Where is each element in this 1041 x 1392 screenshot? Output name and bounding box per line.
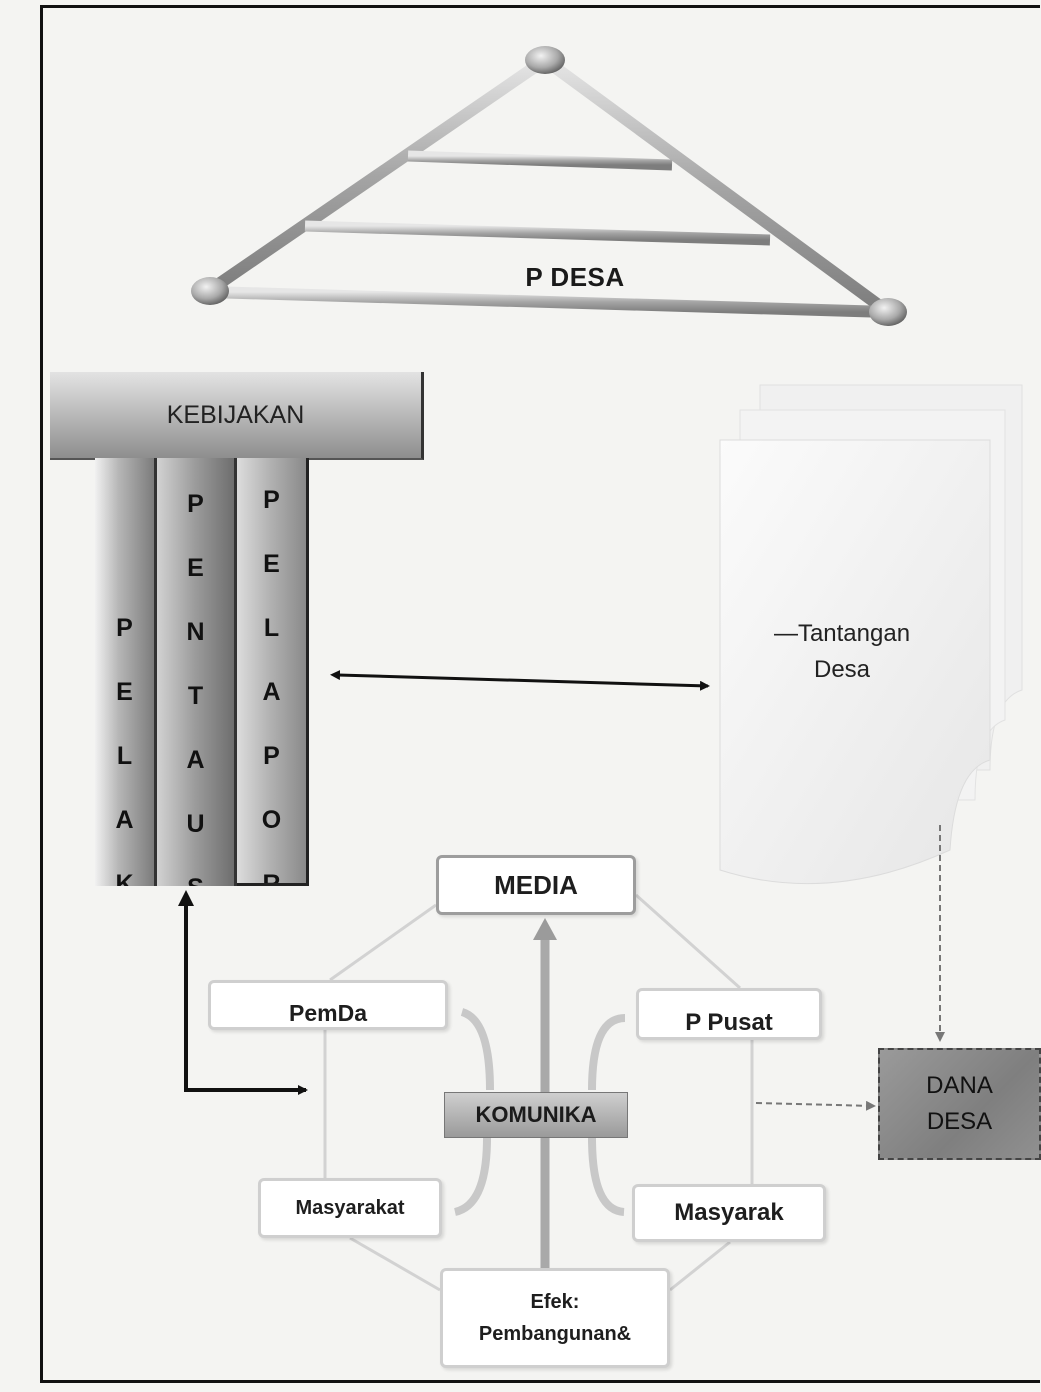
- node-pemda: PemDa: [208, 980, 448, 1030]
- pillar-letter: T: [187, 682, 204, 710]
- node-masyarakat-right: Masyarak: [632, 1184, 826, 1242]
- pillar-pelapor: P E L A P O R: [237, 458, 309, 886]
- triangle-left-rod: [204, 54, 551, 296]
- triangle-right-joint: [869, 298, 907, 326]
- komunikasi-dana-arrow: [755, 1100, 876, 1111]
- efek-line2: Pembangunan&: [478, 1323, 632, 1345]
- pillar-letter: A: [262, 678, 281, 706]
- pillar-letter: A: [186, 746, 205, 774]
- tantangan-line2: Desa: [813, 656, 871, 683]
- komunikasi-connectors: [323, 893, 754, 1292]
- kebijakan-label: KEBIJAKAN: [166, 400, 305, 429]
- page-frame: [40, 5, 1040, 1383]
- pillar-komunikasi-arrowhead-up: [178, 890, 194, 906]
- pillar-letter: R: [262, 870, 281, 886]
- pillar-letter: L: [263, 614, 280, 642]
- kebijakan-header: KEBIJAKAN: [50, 372, 424, 460]
- pillar-komunikasi-arrow: [184, 900, 308, 1095]
- pillar-letter: P: [263, 486, 280, 514]
- dana-desa-box: DANA DESA: [878, 1048, 1041, 1160]
- pillar-letter: S: [187, 856, 204, 886]
- media-arrowhead: [533, 918, 557, 940]
- pillar-letter: L: [116, 742, 133, 770]
- triangle-top-joint: [525, 46, 565, 74]
- pillar-letter: P: [263, 742, 280, 770]
- pillar-letter: A: [115, 806, 134, 834]
- pillar-letter: E: [116, 678, 133, 706]
- pillar-letter: O: [261, 806, 282, 834]
- pillar-pelak: P E L A K: [95, 458, 157, 886]
- efek-line1: Efek:: [530, 1291, 580, 1313]
- tantangan-line1: —Tantangan: [773, 620, 911, 647]
- pillar-letter: K: [115, 870, 134, 886]
- triangle-crossbar-lower: [304, 220, 771, 246]
- pillar-letter: U: [186, 810, 205, 838]
- dana-line2: DESA: [926, 1108, 993, 1135]
- pillar-letter: E: [187, 554, 204, 582]
- pillar-letter: E: [263, 550, 280, 578]
- node-masyarakat-left: Masyarakat: [258, 1178, 442, 1238]
- triangle-left-joint: [191, 277, 229, 305]
- node-efek: Efek: Pembangunan&: [440, 1268, 670, 1368]
- triangle-right-rod: [539, 54, 894, 318]
- triangle-title: P DESA: [525, 262, 625, 292]
- pillar-letter: P: [187, 490, 204, 518]
- tantangan-label: —Tantangan Desa: [742, 616, 942, 688]
- node-p-pusat: P Pusat: [636, 988, 822, 1040]
- node-media: MEDIA: [436, 855, 636, 915]
- pillar-pentaus: P E N T A U S: [157, 458, 237, 886]
- triangle-structure: [191, 46, 907, 326]
- triangle-base-rod: [204, 286, 894, 318]
- pillar-letter: N: [186, 618, 205, 646]
- pillar-letter: P: [116, 614, 133, 642]
- tantangan-document-stack: [719, 384, 1023, 885]
- komunika-center: KOMUNIKA: [444, 1092, 628, 1138]
- curved-arrows: [453, 1008, 626, 1216]
- dana-line1: DANA: [926, 1072, 993, 1099]
- kebijakan-tantangan-arrow: [330, 670, 710, 691]
- triangle-crossbar-upper: [407, 150, 673, 171]
